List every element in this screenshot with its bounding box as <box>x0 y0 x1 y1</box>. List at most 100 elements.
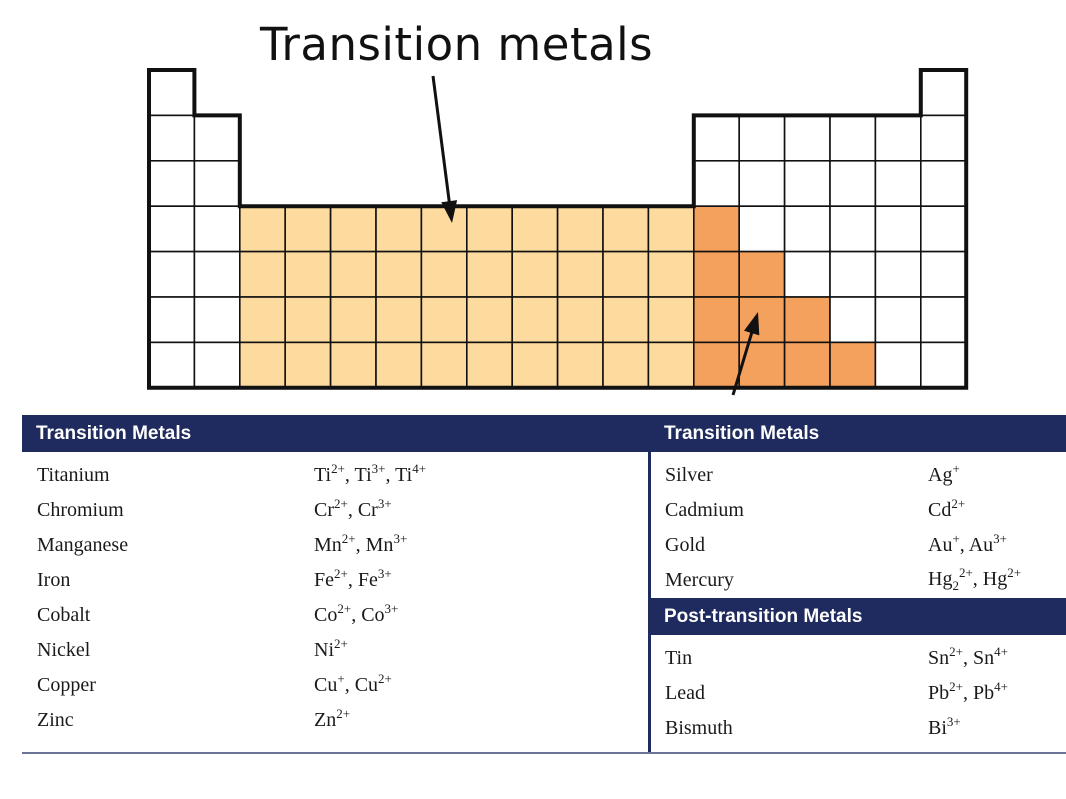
table-header: Transition Metals <box>650 415 1066 452</box>
element-cell <box>239 341 287 389</box>
element-cell <box>874 160 922 208</box>
element-cell <box>692 205 740 253</box>
element-cell <box>239 250 287 298</box>
element-cell <box>919 160 967 208</box>
ion-symbol: Ti <box>314 464 332 486</box>
ion-charge: 2+ <box>958 564 973 580</box>
element-cell <box>511 205 559 253</box>
ion-symbol: , Mn <box>355 534 394 556</box>
element-cell <box>602 341 650 389</box>
element-name: Tin <box>665 647 693 669</box>
element-cell <box>148 69 196 117</box>
element-ions: Zn2+ <box>314 706 350 732</box>
element-cell <box>239 296 287 344</box>
element-cell <box>329 296 377 344</box>
ion-charge: 3+ <box>377 566 392 581</box>
ion-charge: 3+ <box>993 531 1007 546</box>
element-name: Nickel <box>37 639 91 661</box>
diagram-title: Transition metals <box>260 18 654 71</box>
ion-symbol: , Au <box>959 534 994 556</box>
element-cell <box>874 205 922 253</box>
ion-charge: + <box>337 671 345 686</box>
element-ions: Cd2+ <box>928 496 966 522</box>
element-cell <box>375 250 423 298</box>
element-ions: Mn2+, Mn3+ <box>314 531 408 557</box>
element-cell <box>602 296 650 344</box>
element-cell <box>919 114 967 162</box>
ion-subscript: 2 <box>952 577 959 593</box>
element-row: Bismuth Bi3+ <box>650 711 1066 746</box>
element-cell <box>692 114 740 162</box>
element-cell <box>602 250 650 298</box>
ion-symbol: Ni <box>314 639 334 661</box>
element-ions: Cr2+, Cr3+ <box>314 496 392 522</box>
ion-charge: + <box>952 461 960 476</box>
element-cell <box>193 114 241 162</box>
element-cell <box>783 114 831 162</box>
element-cell <box>874 296 922 344</box>
element-cell <box>148 205 196 253</box>
ion-symbol: , Sn <box>962 647 995 669</box>
ion-symbol: Bi <box>928 717 947 739</box>
element-cell <box>738 205 786 253</box>
element-cell <box>602 205 650 253</box>
ion-charge: 2+ <box>949 644 963 659</box>
element-cell <box>783 205 831 253</box>
ion-charge: 2+ <box>1007 564 1022 580</box>
element-row: Nickel Ni2+ <box>22 633 650 668</box>
element-cell <box>874 250 922 298</box>
table-header: Transition Metals <box>22 415 650 452</box>
element-name: Cobalt <box>37 604 91 626</box>
element-cell <box>148 160 196 208</box>
ion-symbol: Ag <box>928 464 953 486</box>
ion-charge: 3+ <box>377 496 392 511</box>
element-cell <box>511 250 559 298</box>
ion-charge: 2+ <box>341 531 356 546</box>
element-cell <box>738 296 786 344</box>
element-cell <box>829 250 877 298</box>
ion-symbol: Hg <box>928 567 953 590</box>
element-name: Zinc <box>37 709 74 731</box>
table-outline <box>147 68 969 390</box>
element-name: Bismuth <box>665 717 733 739</box>
element-cell <box>511 296 559 344</box>
post-transition-header: Post-transition Metals <box>650 598 1066 635</box>
ion-charge: 2+ <box>951 496 966 511</box>
element-name: Iron <box>37 569 71 591</box>
ion-symbol: Cr <box>314 499 334 521</box>
element-name: Cadmium <box>665 499 744 521</box>
element-cell <box>193 205 241 253</box>
element-cell <box>556 205 604 253</box>
ion-symbol: , Co <box>351 604 385 626</box>
element-ions: Sn2+, Sn4+ <box>928 644 1008 670</box>
ion-symbol: Au <box>928 534 953 556</box>
ion-charge: 4+ <box>412 461 427 476</box>
element-ions: Bi3+ <box>928 714 961 740</box>
element-cell <box>919 341 967 389</box>
ion-symbol: Mn <box>314 534 342 556</box>
periodic-table-diagram <box>147 68 969 396</box>
element-ions: Ni2+ <box>314 636 348 662</box>
element-cell <box>420 296 468 344</box>
ion-charge: 2+ <box>378 671 392 686</box>
ion-symbol: Zn <box>314 709 337 731</box>
ion-charge: 3+ <box>946 714 961 729</box>
ion-symbol: , Ti <box>344 464 372 486</box>
table-divider <box>648 452 651 754</box>
element-cell <box>148 250 196 298</box>
element-cell <box>919 205 967 253</box>
element-cell <box>420 205 468 253</box>
ion-symbol: , Hg <box>972 567 1008 590</box>
ion-charge: 3+ <box>393 531 408 546</box>
element-cell <box>829 296 877 344</box>
element-cell <box>783 296 831 344</box>
ion-charge: 3+ <box>384 601 399 616</box>
element-ions: Au+, Au3+ <box>928 531 1007 557</box>
